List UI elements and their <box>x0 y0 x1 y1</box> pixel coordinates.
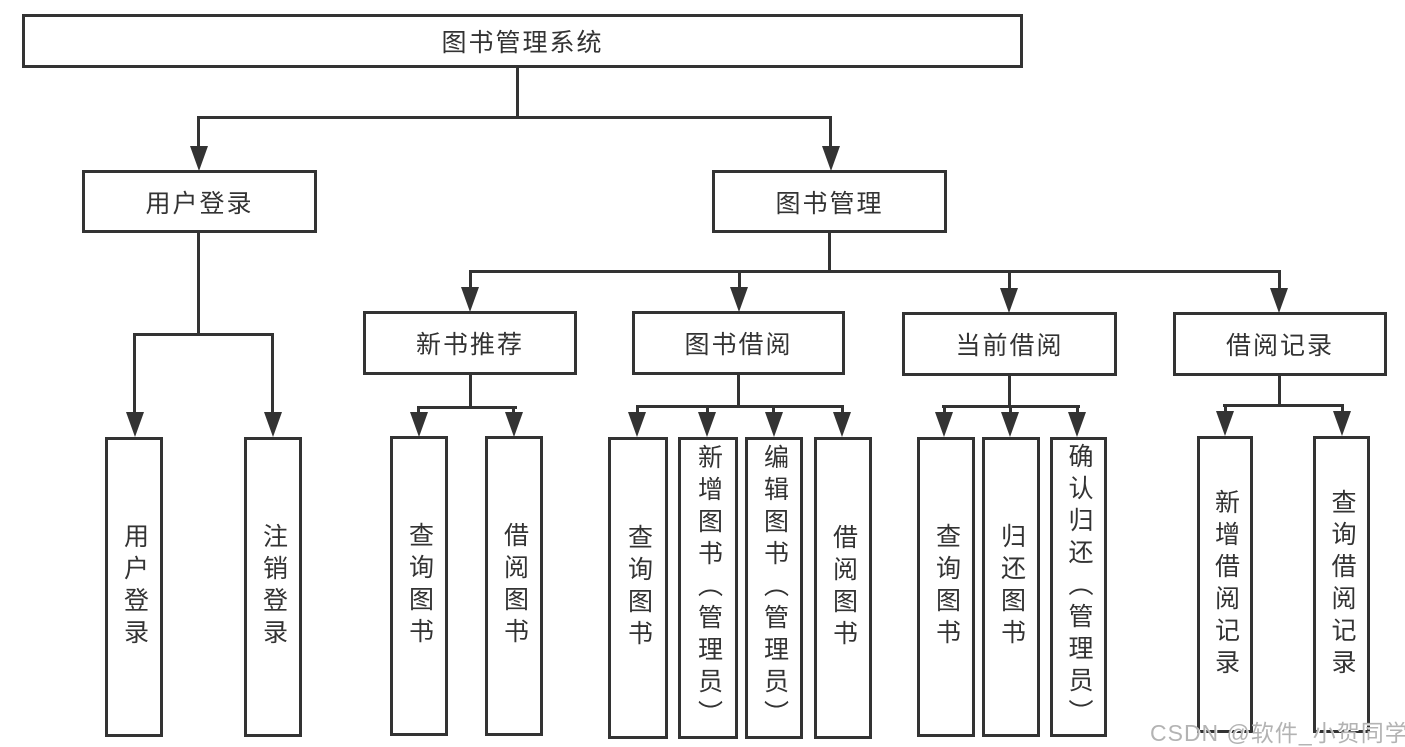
arrow-down-icon <box>698 412 716 437</box>
node-current-borrow-label: 当前借阅 <box>955 332 1064 360</box>
leaf-edit-book-admin-label: 编辑图书（管理员） <box>760 444 789 732</box>
connector-line <box>1008 376 1011 407</box>
arrow-down-icon <box>833 412 851 437</box>
arrow-down-icon <box>264 412 282 437</box>
leaf-add-borrow-record: 新增借阅记录 <box>1197 436 1253 733</box>
arrow-down-icon <box>730 287 748 312</box>
arrow-down-icon <box>1216 411 1234 436</box>
leaf-borrow-book: 借阅图书 <box>814 437 872 739</box>
leaf-add-borrow-record-label: 新增借阅记录 <box>1211 488 1240 681</box>
connector-line <box>841 405 844 413</box>
arrow-down-icon <box>126 412 144 437</box>
connector-line <box>197 116 832 119</box>
node-current-borrow: 当前借阅 <box>902 312 1117 376</box>
connector-line <box>828 233 831 273</box>
connector-line <box>1009 405 1012 414</box>
arrow-down-icon <box>190 146 208 171</box>
connector-line <box>271 333 274 413</box>
leaf-add-book-admin: 新增图书（管理员） <box>678 437 738 739</box>
leaf-edit-book-admin: 编辑图书（管理员） <box>745 437 803 739</box>
node-user-login: 用户登录 <box>82 170 317 233</box>
leaf-confirm-return-admin-label: 确认归还（管理员） <box>1065 443 1093 731</box>
connector-line <box>1224 404 1227 414</box>
node-book-management: 图书管理 <box>712 170 947 233</box>
leaf-logout-login: 注销登录 <box>244 437 302 737</box>
arrow-down-icon <box>410 412 428 437</box>
leaf-add-book-admin-label: 新增图书（管理员） <box>694 444 723 732</box>
node-user-login-label: 用户登录 <box>145 189 254 218</box>
connector-line <box>636 405 844 408</box>
leaf-logout-login-label: 注销登录 <box>259 523 288 651</box>
connector-line <box>737 375 740 407</box>
connector-line <box>133 333 274 336</box>
leaf-query-book-borrow-label: 查询图书 <box>624 524 653 652</box>
arrow-down-icon <box>765 412 783 437</box>
connector-line <box>1341 404 1344 414</box>
connector-line <box>1076 405 1079 414</box>
leaf-query-borrow-record-label: 查询借阅记录 <box>1328 488 1356 681</box>
connector-line <box>943 405 946 414</box>
leaf-query-book-recommend-label: 查询图书 <box>405 522 434 650</box>
connector-line <box>738 270 741 288</box>
leaf-query-book-recommend: 查询图书 <box>390 436 448 736</box>
leaf-return-book-label: 归还图书 <box>997 523 1026 651</box>
connector-line <box>706 405 709 413</box>
connector-line <box>469 270 1281 273</box>
connector-line <box>636 405 639 413</box>
node-borrow-record-label: 借阅记录 <box>1225 332 1334 360</box>
connector-line <box>829 116 832 148</box>
connector-line <box>512 406 515 414</box>
arrow-down-icon <box>1270 288 1288 313</box>
arrow-down-icon <box>1333 411 1351 436</box>
arrow-down-icon <box>1068 412 1086 437</box>
node-book-borrow: 图书借阅 <box>632 311 845 375</box>
node-book-management-label: 图书管理 <box>775 189 884 218</box>
node-book-borrow-label: 图书借阅 <box>684 331 793 359</box>
connector-line <box>1278 376 1281 406</box>
root-node: 图书管理系统 <box>22 14 1023 68</box>
leaf-user-login-label: 用户登录 <box>120 523 149 651</box>
arrow-down-icon <box>1001 412 1019 437</box>
connector-line <box>772 405 775 413</box>
connector-line <box>417 406 517 409</box>
csdn-watermark: CSDN @软件_小贺同学 <box>1150 720 1405 746</box>
connector-line <box>197 116 200 148</box>
leaf-query-borrow-record: 查询借阅记录 <box>1313 436 1370 733</box>
leaf-borrow-book-recommend-label: 借阅图书 <box>500 522 529 650</box>
arrow-down-icon <box>822 146 840 171</box>
connector-line <box>1223 404 1344 407</box>
connector-line <box>417 406 420 414</box>
leaf-user-login: 用户登录 <box>105 437 163 737</box>
arrow-down-icon <box>1000 288 1018 313</box>
leaf-query-book-current-label: 查询图书 <box>932 523 961 651</box>
connector-line <box>1278 270 1281 288</box>
root-node-label: 图书管理系统 <box>441 29 604 57</box>
node-borrow-record: 借阅记录 <box>1173 312 1387 376</box>
connector-line <box>469 270 472 288</box>
leaf-query-book-current: 查询图书 <box>917 437 975 737</box>
arrow-down-icon <box>628 412 646 437</box>
leaf-query-book-borrow: 查询图书 <box>608 437 668 739</box>
node-new-book-recommend-label: 新书推荐 <box>415 331 524 359</box>
arrow-down-icon <box>505 412 523 437</box>
leaf-borrow-book-recommend: 借阅图书 <box>485 436 543 736</box>
connector-line <box>516 66 519 118</box>
connector-line <box>197 233 200 336</box>
arrow-down-icon <box>935 412 953 437</box>
connector-line <box>469 375 472 408</box>
connector-line <box>1008 270 1011 288</box>
leaf-return-book: 归还图书 <box>982 437 1040 737</box>
arrow-down-icon <box>461 287 479 312</box>
connector-line <box>133 333 136 413</box>
node-new-book-recommend: 新书推荐 <box>363 311 577 375</box>
leaf-confirm-return-admin: 确认归还（管理员） <box>1050 437 1107 737</box>
leaf-borrow-book-label: 借阅图书 <box>829 524 858 652</box>
